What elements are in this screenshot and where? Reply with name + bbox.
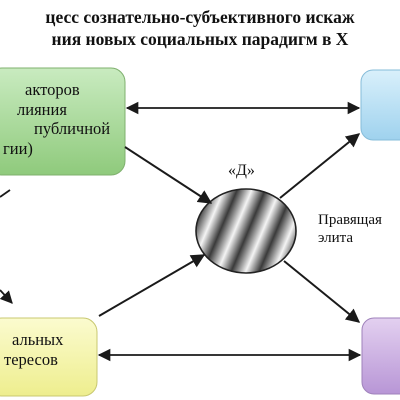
arrow-stub-left-lower: [0, 289, 13, 304]
node-top-left-line-3: публичной: [34, 119, 111, 138]
center-node-d: [195, 188, 297, 274]
node-bottom-left-line-2: тересов: [4, 349, 58, 369]
ruling-elite-line-2: элита: [318, 230, 354, 246]
arrow-d-to-bottomright: [283, 260, 361, 323]
node-bottom-left-line-1: альных: [12, 330, 64, 349]
node-top-right-box: [360, 69, 400, 141]
diagram-title-line-1: цесс сознательно-субъективного искаж: [45, 7, 355, 27]
node-bottom-left-text: альных тересов: [0, 330, 63, 369]
node-bottom-left-box: [0, 317, 98, 397]
node-top-left-box: [0, 67, 126, 176]
arrow-d-to-topright: [279, 133, 361, 199]
ruling-elite-label: Правящая элита: [318, 211, 382, 247]
diagram-title-line-2: ния новых социальных парадигм в Х: [51, 29, 349, 49]
node-top-left-text: акторов лияния публичной гии): [3, 80, 110, 158]
node-top-left-line-4: гии): [3, 138, 33, 158]
node-bottom-right-box: [361, 317, 400, 395]
arrow-topleft-to-d: [124, 146, 213, 204]
arrow-stub-left-upper: [0, 189, 11, 198]
center-node-label: «Д»: [228, 162, 255, 179]
node-top-left-line-1: акторов: [25, 80, 80, 99]
arrow-bottomleft-to-d: [98, 254, 206, 317]
node-top-left-line-2: лияния: [17, 99, 67, 119]
ruling-elite-line-1: Правящая: [318, 212, 382, 228]
